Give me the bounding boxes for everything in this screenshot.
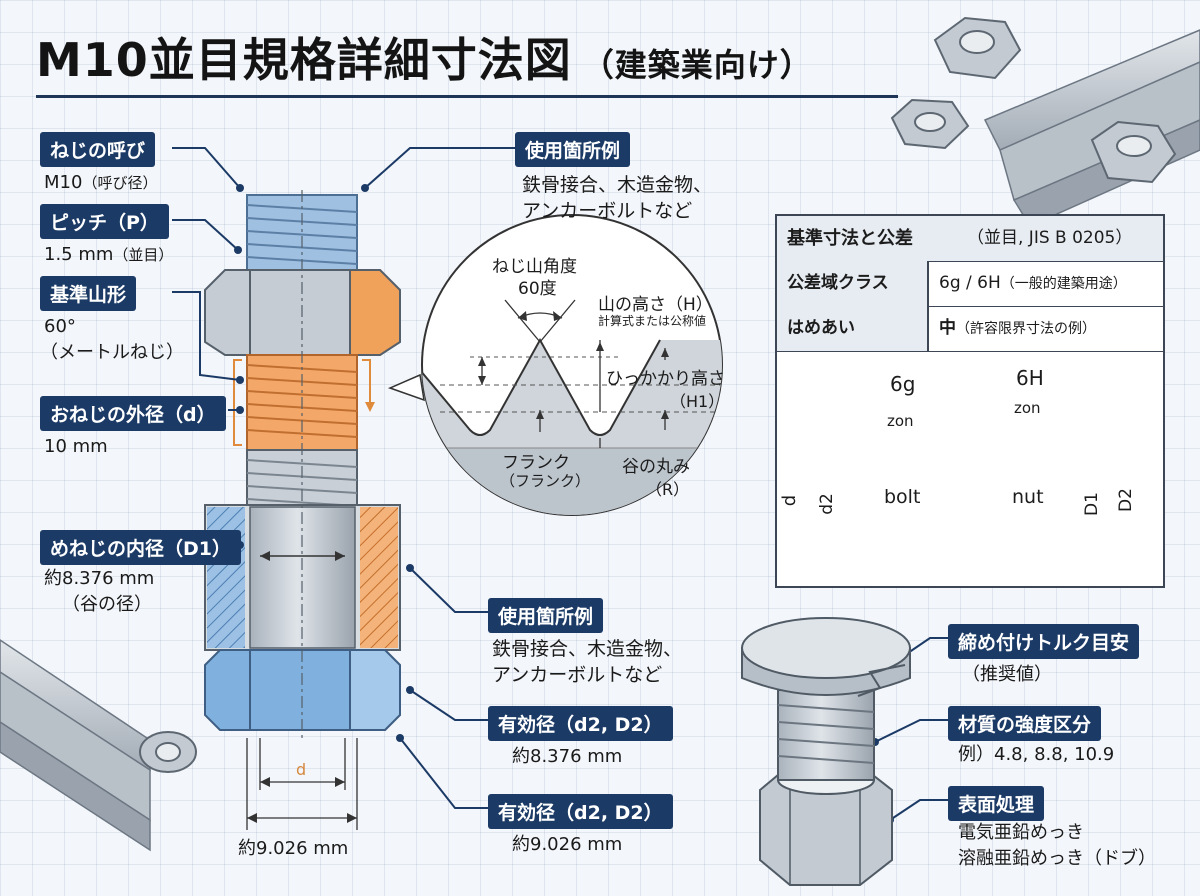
bolt-zone-label: zon: [887, 412, 914, 430]
nut-name-label: nut: [1012, 486, 1044, 508]
decor-nut-top-2: [890, 98, 970, 150]
surface-line1: 電気亜鉛めっき: [958, 822, 1084, 843]
thread-root-symbol: （R）: [646, 480, 690, 499]
page-subtitle: （建築業向け）: [581, 46, 813, 84]
label-minor-diameter: めねじの内径（D1）: [40, 530, 241, 565]
usage-top-line2: アンカーボルトなど: [522, 200, 693, 222]
table-row-key: はめあい: [787, 318, 855, 338]
dim-label-D2: D2: [1115, 488, 1136, 512]
leader-lines: [172, 147, 948, 821]
value-pitch: 1.5 mm（並目）: [44, 244, 174, 265]
bolt-class-label: 6g: [890, 372, 916, 396]
page-title: M10並目規格詳細寸法図（建築業向け）: [36, 33, 813, 87]
table-header-row: 基準寸法と公差 （並目, JIS B 0205）: [777, 216, 1163, 262]
nut-class-label: 6H: [1016, 366, 1044, 390]
label-surface: 表面処理: [948, 786, 1045, 821]
surface-line2: 溶融亜鉛めっき（ドブ）: [958, 848, 1156, 869]
usage-mid-line1: 鉄骨接合、木造金物、: [492, 638, 683, 660]
label-usage-top: 使用箇所例: [515, 132, 631, 167]
thread-flank-label: フランク: [502, 453, 570, 473]
dim-label-d: d: [779, 494, 801, 507]
label-strength: 材質の強度区分: [948, 706, 1102, 741]
title-rule: [36, 95, 898, 98]
thread-angle-value: 60度: [518, 279, 557, 299]
label-torque: 締め付けトルク目安: [948, 624, 1140, 659]
bolt-bottom-dimensions: [246, 738, 358, 830]
table-row: はめあい 中（許容限界寸法の例）: [777, 306, 1163, 352]
table-title: 基準寸法と公差: [787, 228, 913, 249]
table-row: 公差域クラス 6g / 6H（一般的建築用途）: [777, 261, 1163, 307]
usage-mid-line2: アンカーボルトなど: [492, 664, 663, 686]
label-usage-mid: 使用箇所例: [488, 598, 604, 633]
usage-top-line1: 鉄骨接合、木造金物、: [522, 174, 713, 196]
table-row-value: 6g / 6H（一般的建築用途）: [939, 273, 1127, 293]
value-minor-diameter: 約8.376 mm: [44, 568, 155, 589]
table-row-value: 中（許容限界寸法の例）: [939, 318, 1096, 338]
label-pitch-diameter-2: 有効径（d2, D2）: [488, 794, 673, 829]
label-pitch: ピッチ（P）: [40, 204, 169, 239]
tolerance-table: 基準寸法と公差 （並目, JIS B 0205） 公差域クラス 6g / 6H（…: [775, 214, 1165, 588]
label-major-diameter: おねじの外径（d）: [40, 396, 226, 431]
table-row-key: 公差域クラス: [787, 273, 889, 293]
thread-root-label: 谷の丸み: [622, 457, 690, 477]
value-basic-profile: 60°: [44, 316, 76, 337]
dim-bottom-value: 約9.026 mm: [238, 838, 349, 859]
dim-label-d2: d2: [816, 493, 837, 515]
value-pitch-diameter-2: 約9.026 mm: [512, 834, 623, 855]
bolt-assembly: [204, 190, 401, 740]
label-pitch-diameter-1: 有効径（d2, D2）: [488, 706, 673, 741]
decor-steel-beam-top: [983, 29, 1200, 227]
orange-bracket: [233, 359, 371, 446]
decor-nut-top-1: [933, 16, 1022, 80]
bolt-name-label: bolt: [884, 486, 921, 508]
label-thread-name: ねじの呼び: [40, 132, 156, 167]
value-major-diameter: 10 mm: [44, 436, 108, 457]
thread-height-note: 計算式または公称値: [598, 314, 707, 328]
note-basic-profile: （メートルねじ）: [40, 342, 184, 363]
dim-symbol-d: d: [296, 760, 307, 779]
thread-engage-symbol: （H1）: [670, 392, 725, 411]
label-basic-profile: 基準山形: [40, 276, 137, 311]
thread-flank-note: （フランク）: [500, 472, 591, 490]
decor-nut-top-3: [1090, 120, 1177, 184]
note-minor-diameter: （谷の径）: [62, 594, 152, 615]
thread-engage-label: ひっかかり高さ: [606, 369, 725, 389]
thread-angle-label: ねじ山角度: [492, 257, 577, 277]
note-torque: （推奨値）: [962, 664, 1052, 685]
bolt-illustration-small: [741, 617, 911, 886]
dim-label-D1: D1: [1081, 492, 1102, 516]
decor-steel-beam-bottom: [0, 639, 197, 852]
nut-zone-label: zon: [1014, 399, 1041, 417]
table-standard: （並目, JIS B 0205）: [967, 228, 1133, 248]
thread-height-label: 山の高さ（H）: [598, 295, 713, 315]
value-pitch-diameter-1: 約8.376 mm: [512, 746, 623, 767]
value-thread-name: M10（呼び径）: [44, 172, 158, 193]
value-strength: 例）4.8, 8.8, 10.9: [958, 744, 1115, 765]
